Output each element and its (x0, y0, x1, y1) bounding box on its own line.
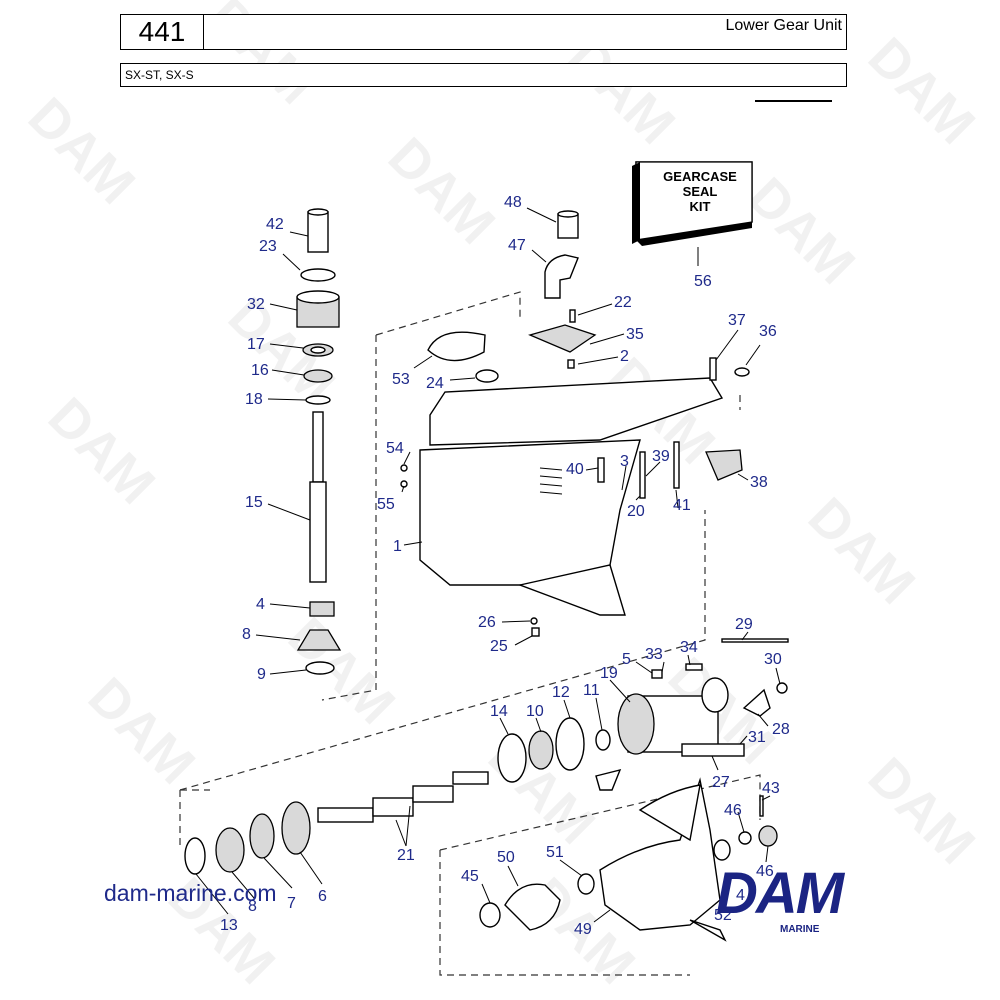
callout-8: 8 (242, 626, 251, 643)
callout-36: 36 (759, 323, 777, 340)
callout-25: 25 (490, 638, 508, 655)
callout-37: 37 (728, 312, 746, 329)
callout-21: 21 (397, 847, 415, 864)
callout-4: 4 (256, 596, 265, 613)
kit-label-2: SEAL (683, 184, 718, 199)
callout-12: 12 (552, 684, 570, 701)
callout-7: 7 (287, 895, 296, 912)
callout-24: 24 (426, 375, 444, 392)
logo-subtitle: MARINE (780, 924, 820, 935)
callout-32: 32 (247, 296, 265, 313)
gearcase-seal-kit: GEARCASE SEAL KIT (632, 161, 753, 246)
callout-23: 23 (259, 238, 277, 255)
dam-marine-logo: DAM MARINE (716, 861, 896, 948)
callout-43: 43 (762, 780, 780, 797)
header-row: 441 Lower Gear Unit (120, 14, 847, 50)
callout-55: 55 (377, 496, 395, 513)
page-number: 441 (121, 15, 204, 49)
website-url: dam-marine.com (104, 880, 277, 906)
callout-22: 22 (614, 294, 632, 311)
header-rule (755, 100, 832, 102)
callout-8: 8 (248, 898, 257, 915)
callout-42: 42 (266, 216, 284, 233)
driveshaft-stack (296, 208, 342, 675)
model-row: SX-ST, SX-S (120, 63, 847, 87)
callout-20: 20 (627, 503, 645, 520)
callout-35: 35 (626, 326, 644, 343)
callout-54: 54 (386, 440, 404, 457)
callout-30: 30 (764, 651, 782, 668)
leader-lines (195, 207, 781, 923)
callout-45: 45 (461, 868, 479, 885)
logo-word: DAM (716, 861, 844, 926)
callout-18: 18 (245, 391, 263, 408)
callout-51: 51 (546, 844, 564, 861)
callout-39: 39 (652, 448, 670, 465)
propshaft-assembly (184, 638, 789, 875)
callout-52: 52 (714, 907, 732, 924)
callout-15: 15 (245, 494, 263, 511)
callout-16: 16 (251, 362, 269, 379)
gear-housing (400, 357, 750, 637)
callout-44: 4 (736, 887, 745, 904)
callout-11: 11 (583, 682, 600, 699)
callout-34: 34 (680, 639, 698, 656)
callout-26: 26 (478, 614, 496, 631)
callout-27: 27 (712, 774, 730, 791)
callout-50: 50 (497, 849, 515, 866)
callout-41: 41 (673, 497, 691, 514)
callout-28: 28 (772, 721, 790, 738)
callout-14: 14 (490, 703, 508, 720)
dashed-group-lines (179, 291, 761, 976)
callout-13: 13 (220, 917, 238, 934)
callout-46: 46 (756, 863, 774, 880)
callout-47: 47 (508, 237, 526, 254)
callout-53: 53 (392, 371, 410, 388)
callout-19: 19 (600, 665, 618, 682)
page-title: Lower Gear Unit (725, 17, 843, 34)
callout-33: 33 (645, 646, 663, 663)
kit-label-3: KIT (690, 199, 711, 214)
callout-48: 48 (504, 194, 522, 211)
callout-numbers: 42 23 32 17 16 18 15 4 8 9 48 47 56 22 3… (220, 194, 790, 938)
callout-46: 46 (724, 802, 742, 819)
propeller-group (479, 777, 778, 942)
callout-1: 1 (393, 538, 402, 555)
callout-17: 17 (247, 336, 265, 353)
callout-38: 38 (750, 474, 768, 491)
callout-49: 49 (574, 921, 592, 938)
callout-2: 2 (620, 348, 629, 365)
callout-56: 56 (694, 273, 712, 290)
model-label: SX-ST, SX-S (125, 68, 194, 82)
callout-10: 10 (526, 703, 544, 720)
callout-31: 31 (748, 729, 766, 746)
callout-9: 9 (257, 666, 266, 683)
callout-40: 40 (566, 461, 584, 478)
kit-label-1: GEARCASE (663, 169, 737, 184)
water-tube-parts (427, 210, 597, 383)
callout-5: 5 (622, 651, 631, 668)
callout-3: 3 (620, 453, 629, 470)
callout-6: 6 (318, 888, 327, 905)
callout-29: 29 (735, 616, 753, 633)
